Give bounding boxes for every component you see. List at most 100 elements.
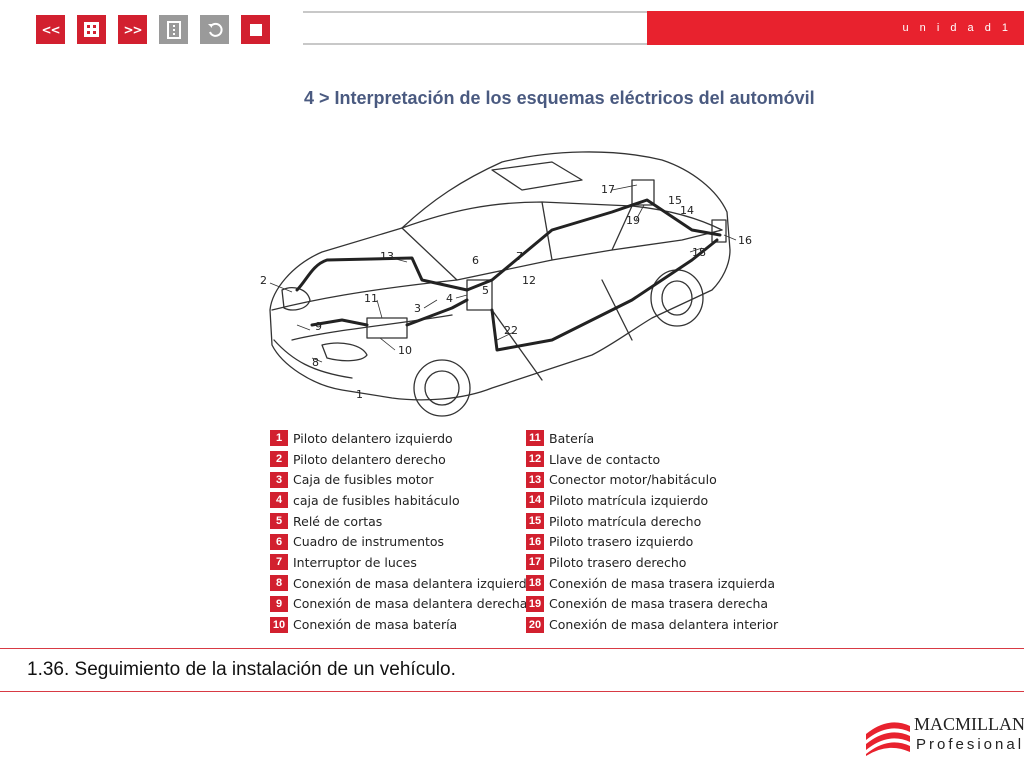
legend-label: Relé de cortas bbox=[293, 513, 383, 529]
legend-item: 1 Piloto delantero izquierdo bbox=[270, 428, 534, 449]
legend-number: 10 bbox=[270, 616, 288, 633]
page-title: 4 > Interpretación de los esquemas eléct… bbox=[304, 88, 815, 108]
battery bbox=[366, 317, 408, 339]
legend-label: Conexión de masa batería bbox=[293, 617, 458, 633]
label-5: 5 bbox=[482, 284, 489, 297]
next-button[interactable]: >> bbox=[118, 15, 147, 44]
legend-number: 19 bbox=[526, 595, 544, 612]
legend-item: 18 Conexión de masa trasera izquierda bbox=[526, 573, 778, 594]
wiring-harness-left bbox=[310, 318, 369, 327]
legend-label: Conexión de masa delantera derecha bbox=[293, 596, 528, 612]
wiring-harness-main bbox=[465, 198, 722, 292]
legend-number: 1 bbox=[270, 430, 288, 447]
logo-line1: MACMILLAN bbox=[914, 714, 1024, 734]
legend-number: 17 bbox=[526, 554, 544, 571]
legend-label: Batería bbox=[549, 430, 595, 446]
wiring-harness-floor bbox=[490, 238, 719, 352]
legend-item: 6 Cuadro de instrumentos bbox=[270, 531, 534, 552]
label-1: 1 bbox=[356, 388, 363, 401]
legend-number: 14 bbox=[526, 492, 544, 509]
rear-wheel-hub bbox=[661, 280, 693, 316]
macmillan-logo-icon bbox=[866, 722, 910, 756]
legend-number: 12 bbox=[526, 451, 544, 468]
legend-number: 4 bbox=[270, 492, 288, 509]
label-7: 7 bbox=[516, 250, 523, 263]
wiring-harness-battery bbox=[405, 298, 469, 327]
legend-label: Conector motor/habitáculo bbox=[549, 472, 717, 488]
legend-item: 10 Conexión de masa batería bbox=[270, 614, 534, 635]
legend-label: Caja de fusibles motor bbox=[293, 472, 434, 488]
legend-label: Piloto delantero izquierdo bbox=[293, 430, 453, 446]
figure-caption: 1.36. Seguimiento de la instalación de u… bbox=[27, 659, 456, 680]
label-19: 19 bbox=[626, 214, 640, 227]
legend-label: Conexión de masa trasera izquierda bbox=[549, 575, 776, 591]
legend-label: Cuadro de instrumentos bbox=[293, 534, 445, 550]
publisher-logo: MACMILLAN Profesional bbox=[864, 712, 1024, 758]
legend-item: 11 Batería bbox=[526, 428, 778, 449]
legend-label: Conexión de masa delantera interior bbox=[549, 617, 779, 633]
legend-number: 20 bbox=[526, 616, 544, 633]
car-sunroof bbox=[491, 161, 583, 191]
legend-label: Piloto trasero izquierdo bbox=[549, 534, 694, 550]
prev-button[interactable]: << bbox=[36, 15, 65, 44]
label-14: 14 bbox=[680, 204, 694, 217]
unit-banner: u n i d a d 1 bbox=[647, 11, 1024, 45]
legend-item: 8 Conexión de masa delantera izquierda bbox=[270, 573, 534, 594]
legend-item: 19 Conexión de masa trasera derecha bbox=[526, 594, 778, 615]
legend-label: Interruptor de luces bbox=[293, 554, 417, 570]
legend-label: Piloto trasero derecho bbox=[549, 554, 687, 570]
legend-label: Piloto delantero derecho bbox=[293, 451, 446, 467]
car-body-outline bbox=[269, 151, 731, 401]
label-10: 10 bbox=[398, 344, 412, 357]
legend-item: 14 Piloto matrícula izquierdo bbox=[526, 490, 778, 511]
label-6: 6 bbox=[472, 254, 479, 267]
wiring-harness-front bbox=[295, 256, 469, 292]
rear-light-cluster bbox=[631, 179, 655, 206]
prev-label: << bbox=[41, 22, 60, 37]
navigation-bar: << >> bbox=[36, 15, 270, 44]
undo-icon bbox=[207, 22, 223, 37]
legend-number: 6 bbox=[270, 533, 288, 550]
front-wheel-hub bbox=[424, 370, 460, 406]
car-windshield bbox=[401, 201, 553, 281]
label-18: 18 bbox=[692, 246, 706, 259]
legend-item: 13 Conector motor/habitáculo bbox=[526, 469, 778, 490]
legend-number: 16 bbox=[526, 533, 544, 550]
front-wheel bbox=[413, 359, 471, 417]
label-8: 8 bbox=[312, 356, 319, 369]
grid-icon bbox=[84, 22, 99, 37]
back-button[interactable] bbox=[200, 15, 229, 44]
contents-button[interactable] bbox=[159, 15, 188, 44]
label-2: 2 bbox=[260, 274, 267, 287]
label-9: 9 bbox=[315, 320, 322, 333]
door-line-rear bbox=[601, 279, 633, 341]
car-bumper bbox=[273, 339, 353, 379]
legend-label: Conexión de masa delantera izquierda bbox=[293, 575, 535, 591]
legend-number: 11 bbox=[526, 430, 544, 447]
headlight-right bbox=[321, 342, 368, 362]
legend-item: 2 Piloto delantero derecho bbox=[270, 449, 534, 470]
car-hood bbox=[271, 279, 458, 311]
legend-item: 20 Conexión de masa delantera interior bbox=[526, 614, 778, 635]
legend-number: 8 bbox=[270, 575, 288, 592]
legend-label: Conexión de masa trasera derecha bbox=[549, 596, 769, 612]
stop-button[interactable] bbox=[241, 15, 270, 44]
index-button[interactable] bbox=[77, 15, 106, 44]
legend-number: 2 bbox=[270, 451, 288, 468]
caption-bar bbox=[0, 648, 1024, 692]
legend-number: 18 bbox=[526, 575, 544, 592]
car-side-window bbox=[551, 205, 633, 261]
label-16: 16 bbox=[738, 234, 752, 247]
legend-label: Piloto matrícula izquierdo bbox=[549, 492, 709, 508]
legend-number: 13 bbox=[526, 471, 544, 488]
legend-number: 9 bbox=[270, 595, 288, 612]
logo-line2: Profesional bbox=[916, 736, 1024, 753]
label-12: 12 bbox=[522, 274, 536, 287]
